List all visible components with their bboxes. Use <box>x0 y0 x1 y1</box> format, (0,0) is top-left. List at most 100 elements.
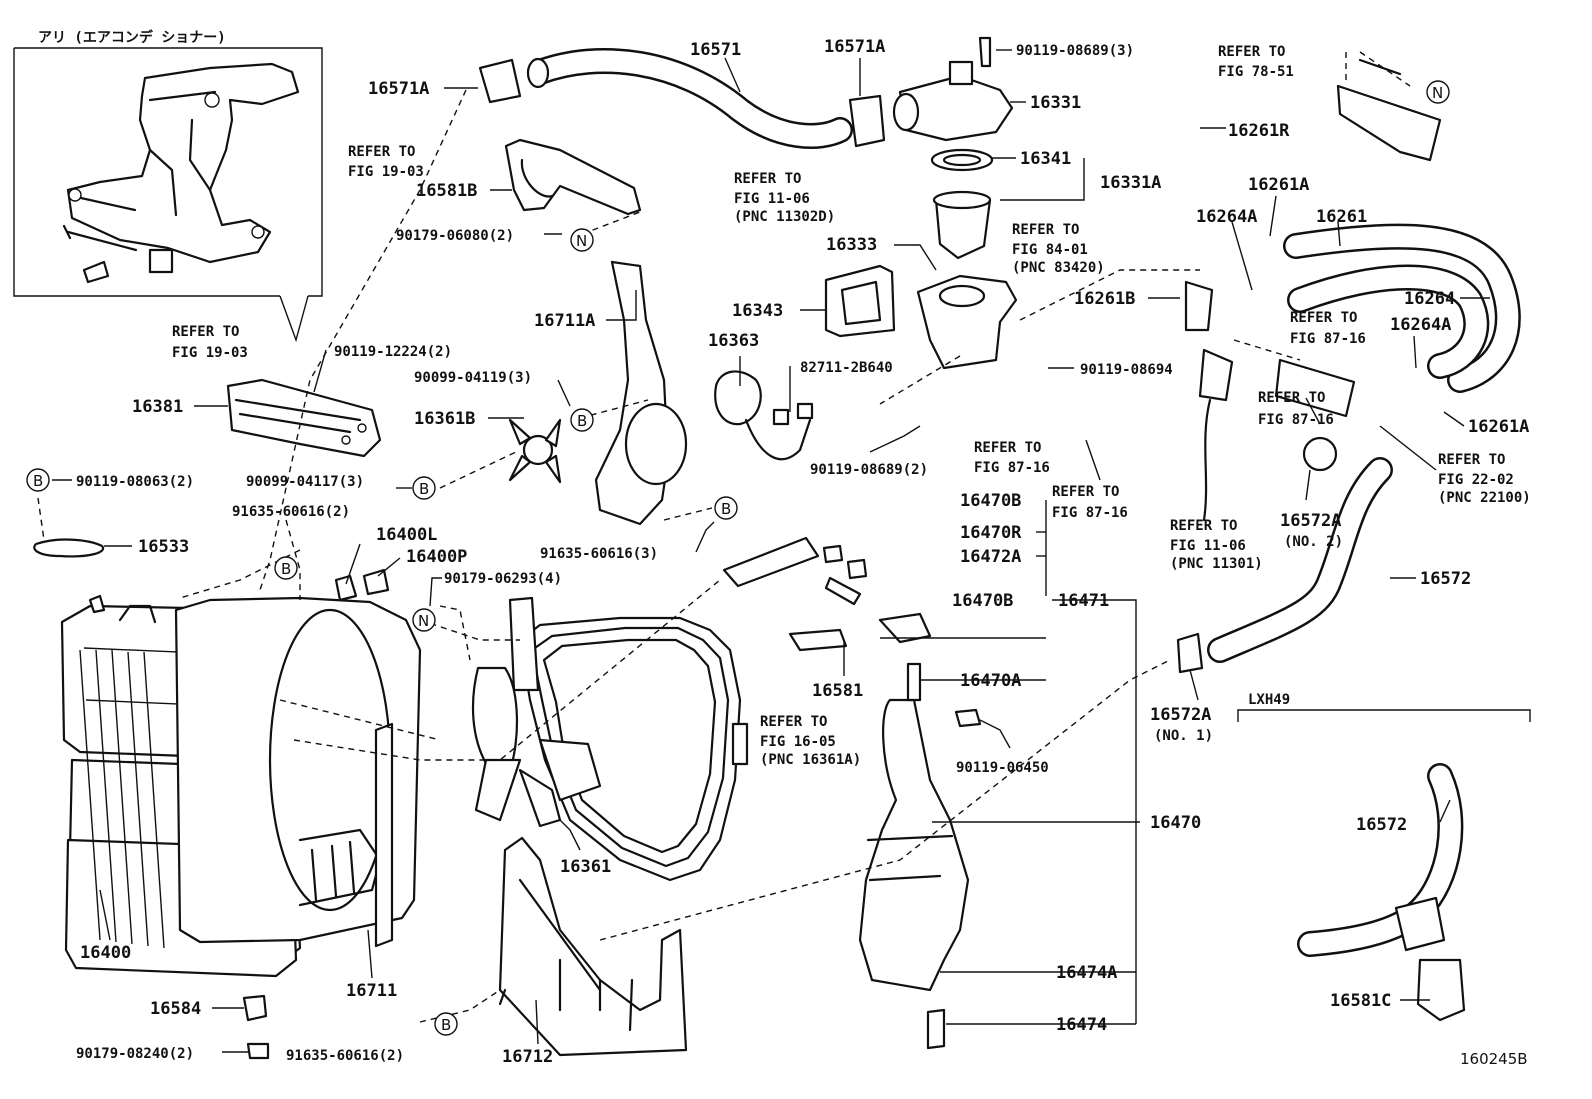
label-16381[interactable]: 16381 <box>132 397 183 417</box>
label-16711a[interactable]: 16711A <box>534 311 595 331</box>
ref-fig-19-03-a[interactable]: REFER TO FIG 19-03 <box>348 144 424 180</box>
ref-fig-84-01[interactable]: REFER TO FIG 84-01 (PNC 83420) <box>1012 222 1105 276</box>
label-16264a-right[interactable]: 16264A <box>1390 315 1451 335</box>
label-16261b[interactable]: 16261B <box>1074 289 1135 309</box>
label-16264[interactable]: 16264 <box>1404 289 1455 309</box>
label-16711[interactable]: 16711 <box>346 981 397 1001</box>
svg-text:N: N <box>1432 84 1443 102</box>
label-16712[interactable]: 16712 <box>502 1047 553 1067</box>
lower-shroud <box>498 836 688 1057</box>
label-16571a-left[interactable]: 16571A <box>368 79 429 99</box>
label-16343[interactable]: 16343 <box>732 301 783 321</box>
bracket-16581b <box>504 138 642 216</box>
lower-hose <box>1176 436 1393 674</box>
label-16470b-2[interactable]: 16470B <box>952 591 1013 611</box>
label-16363[interactable]: 16363 <box>708 331 759 351</box>
label-16331[interactable]: 16331 <box>1030 93 1081 113</box>
label-91635-60616-2-b[interactable]: 91635-60616(2) <box>286 1048 404 1064</box>
label-91635-60616-3[interactable]: 91635-60616(3) <box>540 546 658 562</box>
marker-b-4: B <box>274 556 298 580</box>
label-90099-04119[interactable]: 90099-04119(3) <box>414 370 532 386</box>
label-90119-08689-3[interactable]: 90119-08689(3) <box>1016 43 1134 59</box>
svg-text:B: B <box>441 1016 451 1034</box>
ref-fig-11-06-a[interactable]: REFER TO FIG 11-06 (PNC 11302D) <box>734 171 835 225</box>
label-16470b-1[interactable]: 16470B <box>960 491 1021 511</box>
circled-markers: N N N B B B B B B <box>26 80 1450 1036</box>
coolant-reservoir <box>858 662 970 1050</box>
label-16581[interactable]: 16581 <box>812 681 863 701</box>
label-90119-12224[interactable]: 90119-12224(2) <box>334 344 452 360</box>
label-16333[interactable]: 16333 <box>826 235 877 255</box>
label-90119-06450[interactable]: 90119-06450 <box>956 760 1049 776</box>
label-16572a-no2[interactable]: 16572A <box>1280 511 1341 531</box>
label-16361[interactable]: 16361 <box>560 857 611 877</box>
heater-hoses <box>1184 58 1521 522</box>
gasket-and-pump-parts <box>594 260 896 526</box>
label-16470a[interactable]: 16470A <box>960 671 1021 691</box>
label-90119-08689-2[interactable]: 90119-08689(2) <box>810 462 928 478</box>
label-90099-04117[interactable]: 90099-04117(3) <box>246 474 364 490</box>
ref-fig-16-05[interactable]: REFER TO FIG 16-05 (PNC 16361A) <box>760 714 861 768</box>
upper-hose <box>478 47 886 149</box>
ref-fig-11-06-b[interactable]: REFER TO FIG 11-06 (PNC 11301) <box>1170 518 1263 572</box>
label-16533[interactable]: 16533 <box>138 537 189 557</box>
label-16571a-right[interactable]: 16571A <box>824 37 885 57</box>
refer-notes: REFER TO FIG 19-03 REFER TO FIG 19-03 RE… <box>172 44 1531 768</box>
svg-text:N: N <box>418 612 429 630</box>
ref-fig-87-16-b[interactable]: REFER TO FIG 87-16 <box>1258 390 1334 428</box>
ref-fig-87-16-d[interactable]: REFER TO FIG 87-16 <box>1052 484 1128 521</box>
label-90179-06293[interactable]: 90179-06293(4) <box>444 571 562 587</box>
reservoir-hose-parts <box>242 536 982 1060</box>
label-16261a-right[interactable]: 16261A <box>1468 417 1529 437</box>
ac-bracket-drawing <box>62 62 300 284</box>
o-ring-16533 <box>33 538 105 558</box>
fan-shroud <box>174 596 422 948</box>
label-16400p[interactable]: 16400P <box>406 547 467 567</box>
label-16361b[interactable]: 16361B <box>414 409 475 429</box>
marker-b-5: B <box>714 496 738 520</box>
label-no1: (NO. 1) <box>1154 728 1213 744</box>
label-no2: (NO. 2) <box>1284 534 1343 550</box>
marker-b-3: B <box>412 476 436 500</box>
label-16400l[interactable]: 16400L <box>376 525 437 545</box>
label-16472a[interactable]: 16472A <box>960 547 1021 567</box>
label-16341[interactable]: 16341 <box>1020 149 1071 169</box>
label-16261a-top[interactable]: 16261A <box>1248 175 1309 195</box>
label-16581c[interactable]: 16581C <box>1330 991 1391 1011</box>
label-16471[interactable]: 16471 <box>1058 591 1109 611</box>
label-16470[interactable]: 16470 <box>1150 813 1201 833</box>
label-16584[interactable]: 16584 <box>150 999 201 1019</box>
fan-clutch-16361b <box>508 418 562 484</box>
ref-fig-19-03-b[interactable]: REFER TO FIG 19-03 <box>172 324 248 361</box>
label-82711-2b640[interactable]: 82711-2B640 <box>800 360 893 376</box>
label-16264a-top[interactable]: 16264A <box>1196 207 1257 227</box>
label-16474[interactable]: 16474 <box>1056 1015 1107 1035</box>
label-16572-lxh49[interactable]: 16572 <box>1356 815 1407 835</box>
ref-fig-78-51[interactable]: REFER TO FIG 78-51 <box>1218 44 1294 80</box>
ref-fig-87-16-a[interactable]: REFER TO FIG 87-16 <box>1290 310 1366 347</box>
label-16331a[interactable]: 16331A <box>1100 173 1161 193</box>
svg-text:B: B <box>281 560 291 578</box>
ref-fig-87-16-c[interactable]: REFER TO FIG 87-16 <box>974 440 1050 476</box>
label-90119-08063[interactable]: 90119-08063(2) <box>76 474 194 490</box>
label-91635-60616-2-a[interactable]: 91635-60616(2) <box>232 504 350 520</box>
ref-fig-22-02[interactable]: REFER TO FIG 22-02 (PNC 22100) <box>1438 452 1531 506</box>
marker-b-1: B <box>570 408 594 432</box>
label-90179-06080[interactable]: 90179-06080(2) <box>396 228 514 244</box>
label-16261[interactable]: 16261 <box>1316 207 1367 227</box>
label-16400[interactable]: 16400 <box>80 943 131 963</box>
label-16261r[interactable]: 16261R <box>1228 121 1290 141</box>
label-16474a[interactable]: 16474A <box>1056 963 1117 983</box>
label-16572[interactable]: 16572 <box>1420 569 1471 589</box>
assembly-dashed-lines <box>37 51 1411 1023</box>
svg-text:B: B <box>721 500 731 518</box>
label-16572a-no1[interactable]: 16572A <box>1150 705 1211 725</box>
label-16571[interactable]: 16571 <box>690 40 741 60</box>
label-90119-08694[interactable]: 90119-08694 <box>1080 362 1173 378</box>
label-90179-08240[interactable]: 90179-08240(2) <box>76 1046 194 1062</box>
marker-n-2: N <box>1426 80 1450 104</box>
label-16470r[interactable]: 16470R <box>960 523 1022 543</box>
fan-and-belt <box>471 596 749 882</box>
label-16581b[interactable]: 16581B <box>416 181 477 201</box>
